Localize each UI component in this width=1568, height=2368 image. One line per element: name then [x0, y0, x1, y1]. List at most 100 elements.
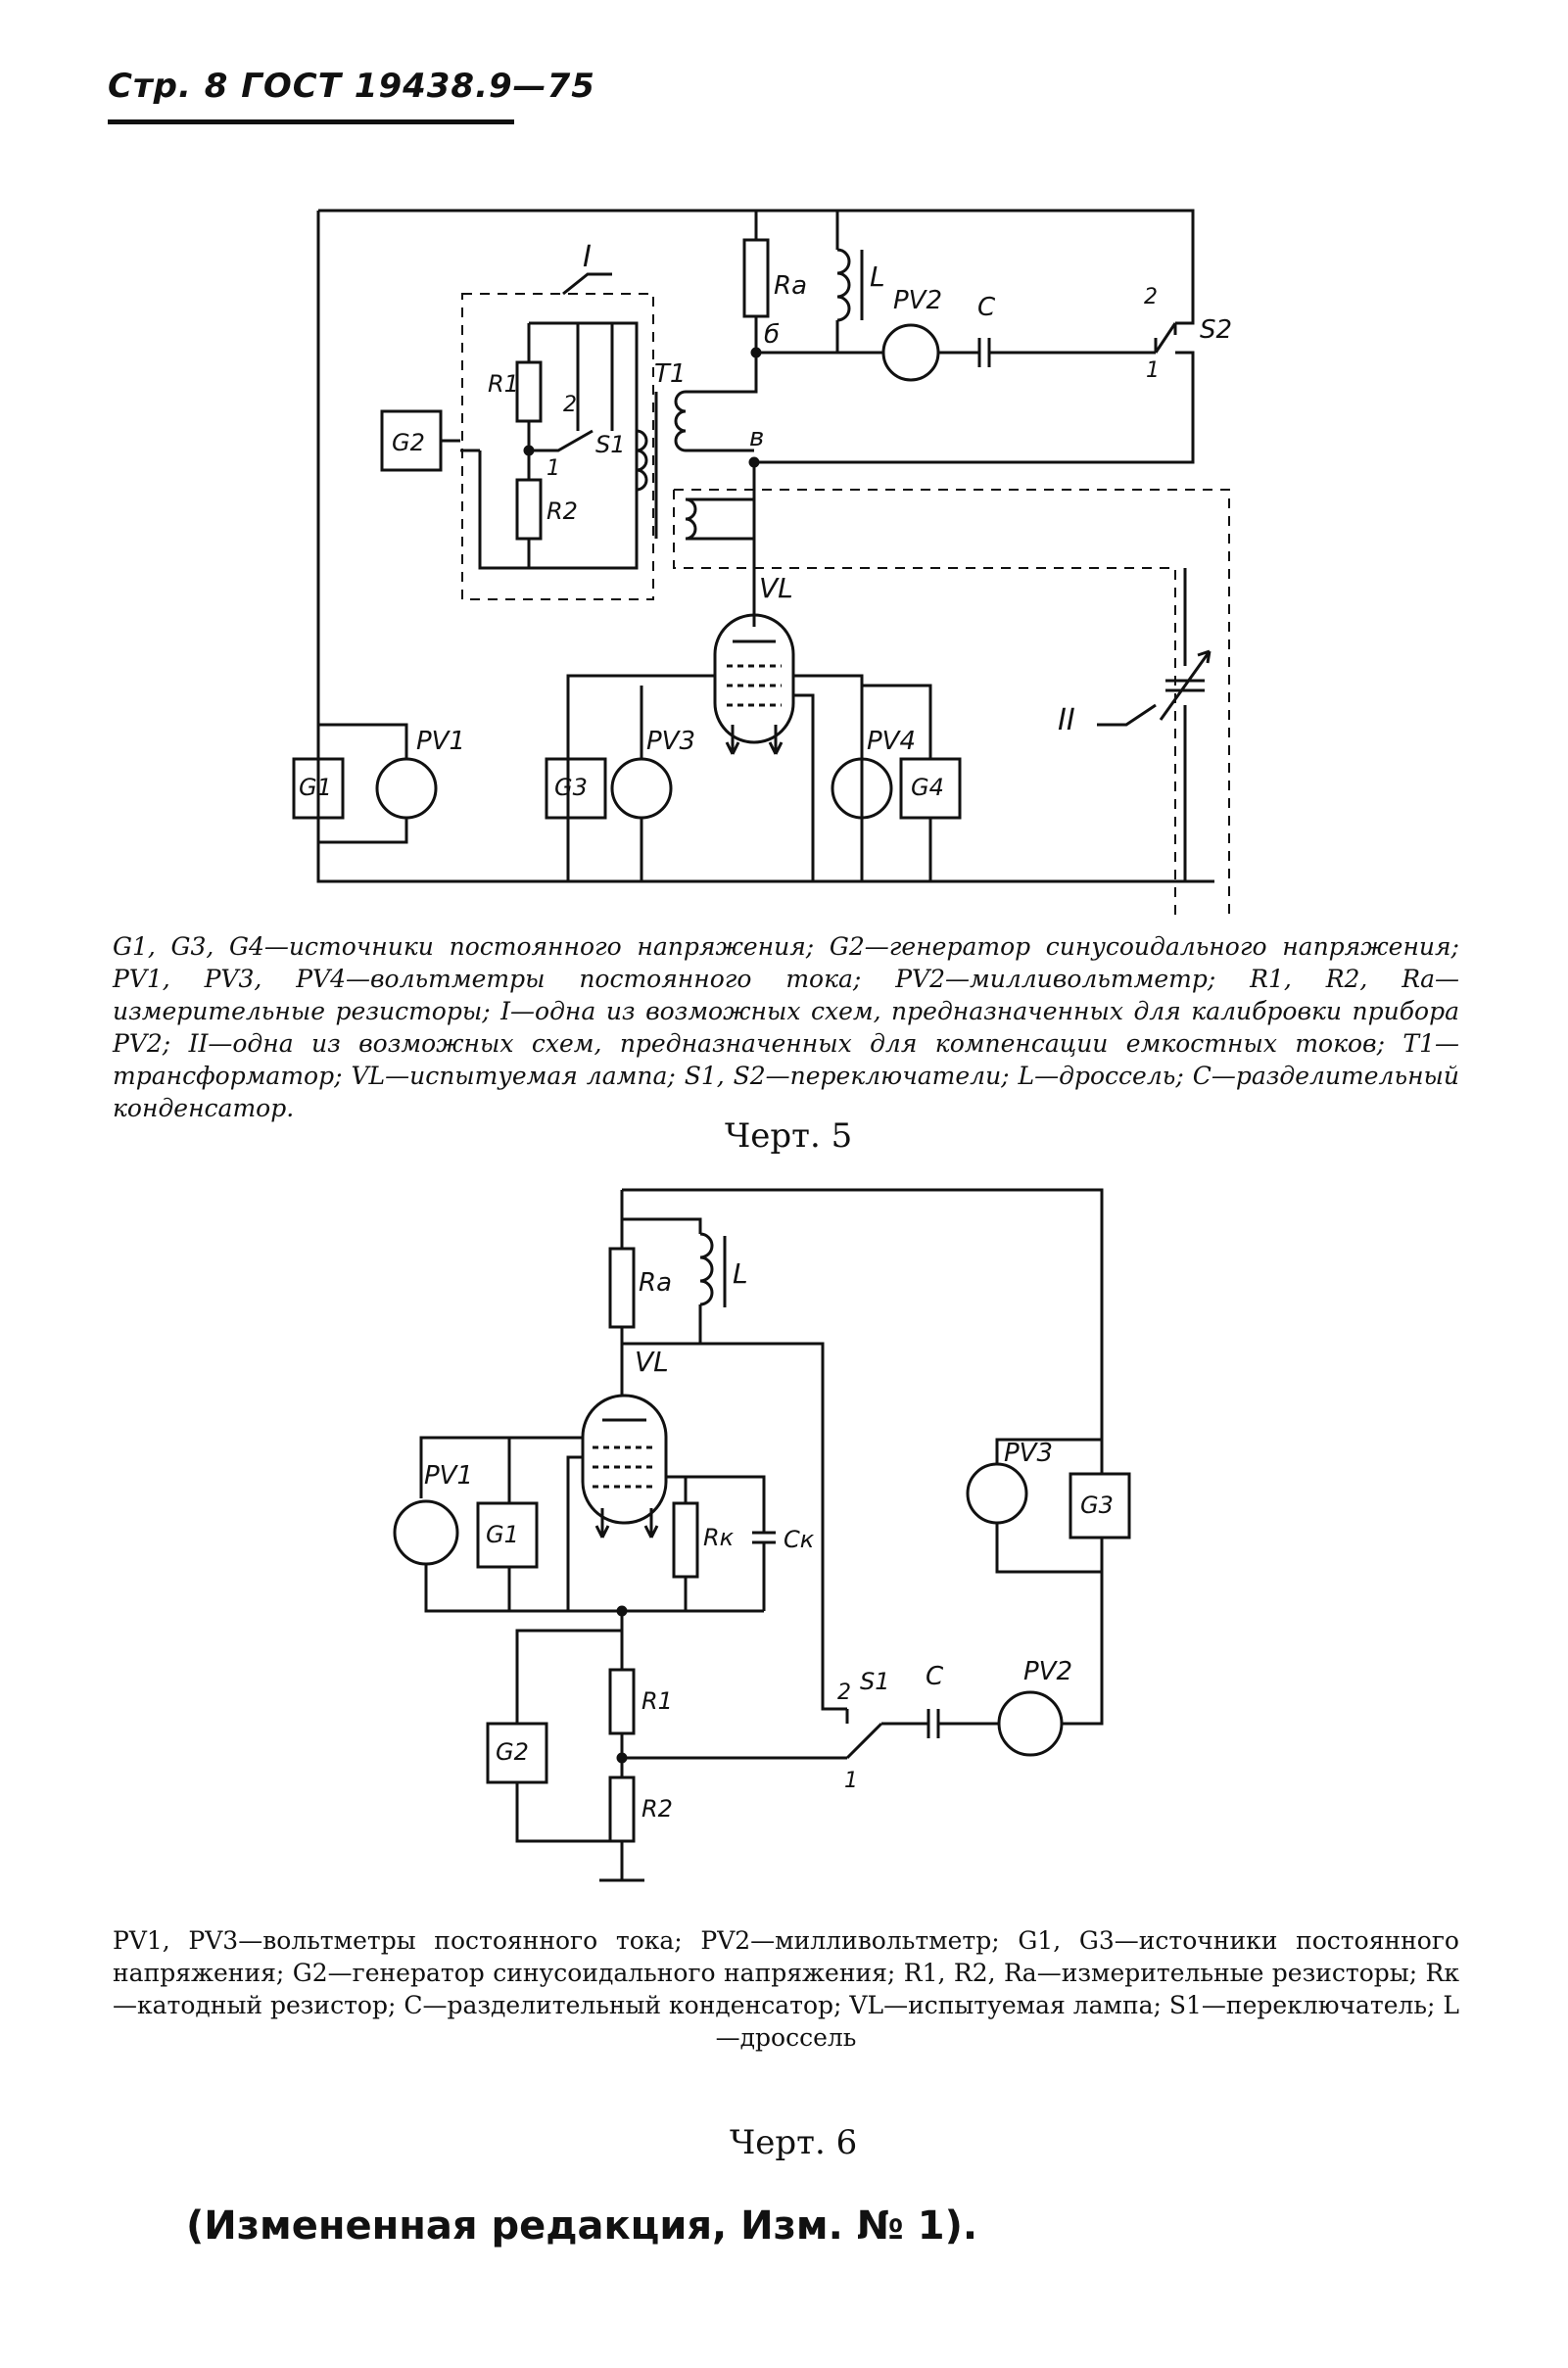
label-rk: Rк	[703, 1524, 735, 1551]
meter-pv2	[997, 1690, 1064, 1757]
label-ck: Cк	[784, 1526, 815, 1553]
wire-block-i-inner	[460, 321, 639, 570]
tube-vl-arrows	[594, 1525, 659, 1539]
tube-vl	[581, 1394, 668, 1525]
wire-ra-l	[620, 1190, 702, 1249]
label-pv3: PV3	[1004, 1439, 1053, 1468]
block-i-leader	[562, 272, 612, 296]
resistor-r2	[515, 478, 543, 541]
wire-pv1-g1-bottom	[424, 1564, 764, 1613]
label-vl: VL	[635, 1346, 669, 1378]
wire-tube-grids	[566, 674, 864, 881]
block-ii-leader	[1097, 703, 1157, 727]
wire-pv4-g4	[862, 684, 932, 881]
generator-g2	[486, 1722, 548, 1784]
revision-note: (Измененная редакция, Изм. № 1).	[186, 2203, 978, 2249]
wire-cathode	[666, 1475, 766, 1533]
label-g3: G3	[1080, 1492, 1114, 1519]
figure-5-caption: G1, G3, G4—источники постоянного напряже…	[113, 932, 1459, 1122]
wire-ground	[515, 1782, 644, 1882]
label-l: L	[733, 1257, 748, 1290]
tube-vl-cathode	[600, 1508, 653, 1538]
wire-to-r1	[515, 1611, 624, 1724]
wire-ra-l-bottom	[620, 1304, 847, 1711]
page-header: Стр. 8 ГОСТ 19438.9—75	[108, 67, 595, 106]
meter-pv3	[610, 757, 673, 820]
resistor-r1	[608, 1668, 636, 1735]
wire-ra-to-l	[754, 209, 839, 250]
meter-pv1	[393, 1499, 459, 1566]
switch-s2	[1154, 322, 1177, 354]
label-s2-pos2: 2	[1144, 285, 1158, 309]
label-l: L	[870, 260, 885, 293]
label-ra: Ra	[774, 271, 807, 301]
label-vl: VL	[759, 572, 793, 604]
figure-6-title: Черт. 6	[730, 2123, 858, 2162]
wire-pv2-right	[1062, 1557, 1104, 1726]
block-i-frame	[461, 293, 654, 600]
label-s2: S2	[1200, 315, 1232, 345]
label-r1: R1	[488, 370, 519, 398]
source-g3	[1069, 1472, 1131, 1539]
tube-vl	[713, 613, 795, 744]
block-ii-frame	[673, 489, 1230, 916]
wire-top	[622, 1188, 1104, 1459]
label-node-b: б	[764, 320, 780, 350]
meter-pv4	[831, 757, 893, 820]
header-rule	[108, 119, 514, 124]
figure-5-schematic: Ra L б PV2 C 2 1 S2 I R1 R2 2 1 S1 G2 T1…	[292, 209, 1232, 916]
label-g1: G1	[486, 1521, 519, 1548]
label-pv1: PV1	[416, 727, 465, 756]
label-g1: G1	[299, 774, 332, 801]
switch-s1	[529, 429, 594, 452]
label-s1-pos1: 1	[546, 456, 560, 481]
variable-cap-arrow	[1159, 649, 1212, 721]
wire-node-b	[754, 316, 883, 355]
label-c: C	[977, 293, 996, 322]
resistor-ra	[742, 238, 770, 318]
label-pv2: PV2	[893, 286, 942, 315]
block-ii-winding	[685, 497, 754, 541]
resistor-r2	[608, 1776, 636, 1843]
label-pv3: PV3	[646, 727, 695, 756]
tube-vl-arrows	[725, 741, 784, 755]
label-s1-pos1: 1	[844, 1769, 858, 1793]
wire-r1-r2	[620, 1733, 847, 1777]
wire-g1-pv1	[316, 723, 408, 844]
label-pv1: PV1	[424, 1461, 473, 1491]
label-s1: S1	[595, 431, 626, 458]
inductor-l	[836, 248, 851, 322]
label-ra: Ra	[639, 1268, 672, 1298]
label-g3: G3	[554, 774, 588, 801]
label-c: C	[926, 1662, 944, 1691]
label-s1-pos2: 2	[837, 1681, 851, 1705]
label-node-v: в	[749, 423, 764, 452]
label-g2: G2	[496, 1738, 529, 1766]
meter-pv1	[375, 757, 438, 820]
label-t1: T1	[654, 359, 686, 389]
meter-pv2	[881, 323, 940, 382]
figure-5-title: Черт. 5	[725, 1116, 853, 1156]
inductor-l	[699, 1232, 714, 1306]
resistor-rk	[672, 1501, 699, 1579]
figure-6-schematic: Ra L VL PV1 G1 Rк Cк R1 R2 G2 2 1 S1 C P…	[393, 1188, 1131, 1882]
label-s2-pos1: 1	[1146, 358, 1160, 383]
t1-winding-right	[674, 390, 687, 452]
switch-s1	[845, 1709, 883, 1760]
resistor-ra	[608, 1247, 636, 1329]
label-g2: G2	[392, 429, 425, 456]
wire-tube-left	[419, 1436, 583, 1611]
wire-pv3-g3	[995, 1438, 1104, 1574]
label-pv2: PV2	[1023, 1657, 1072, 1686]
tube-vl-cathode	[731, 725, 778, 754]
wire-left-vertical	[316, 211, 1214, 883]
figure-6-caption: PV1, PV3—вольтметры постоянного тока; PV…	[113, 1926, 1459, 2052]
label-r2: R2	[546, 497, 578, 525]
source-g1	[476, 1501, 539, 1569]
wire-s2-pos1	[754, 351, 1195, 464]
t1-winding-left	[636, 429, 648, 492]
label-s1: S1	[860, 1668, 890, 1695]
wire-rk-ck	[684, 1542, 766, 1611]
label-pv4: PV4	[867, 727, 916, 756]
label-g4: G4	[911, 774, 944, 801]
